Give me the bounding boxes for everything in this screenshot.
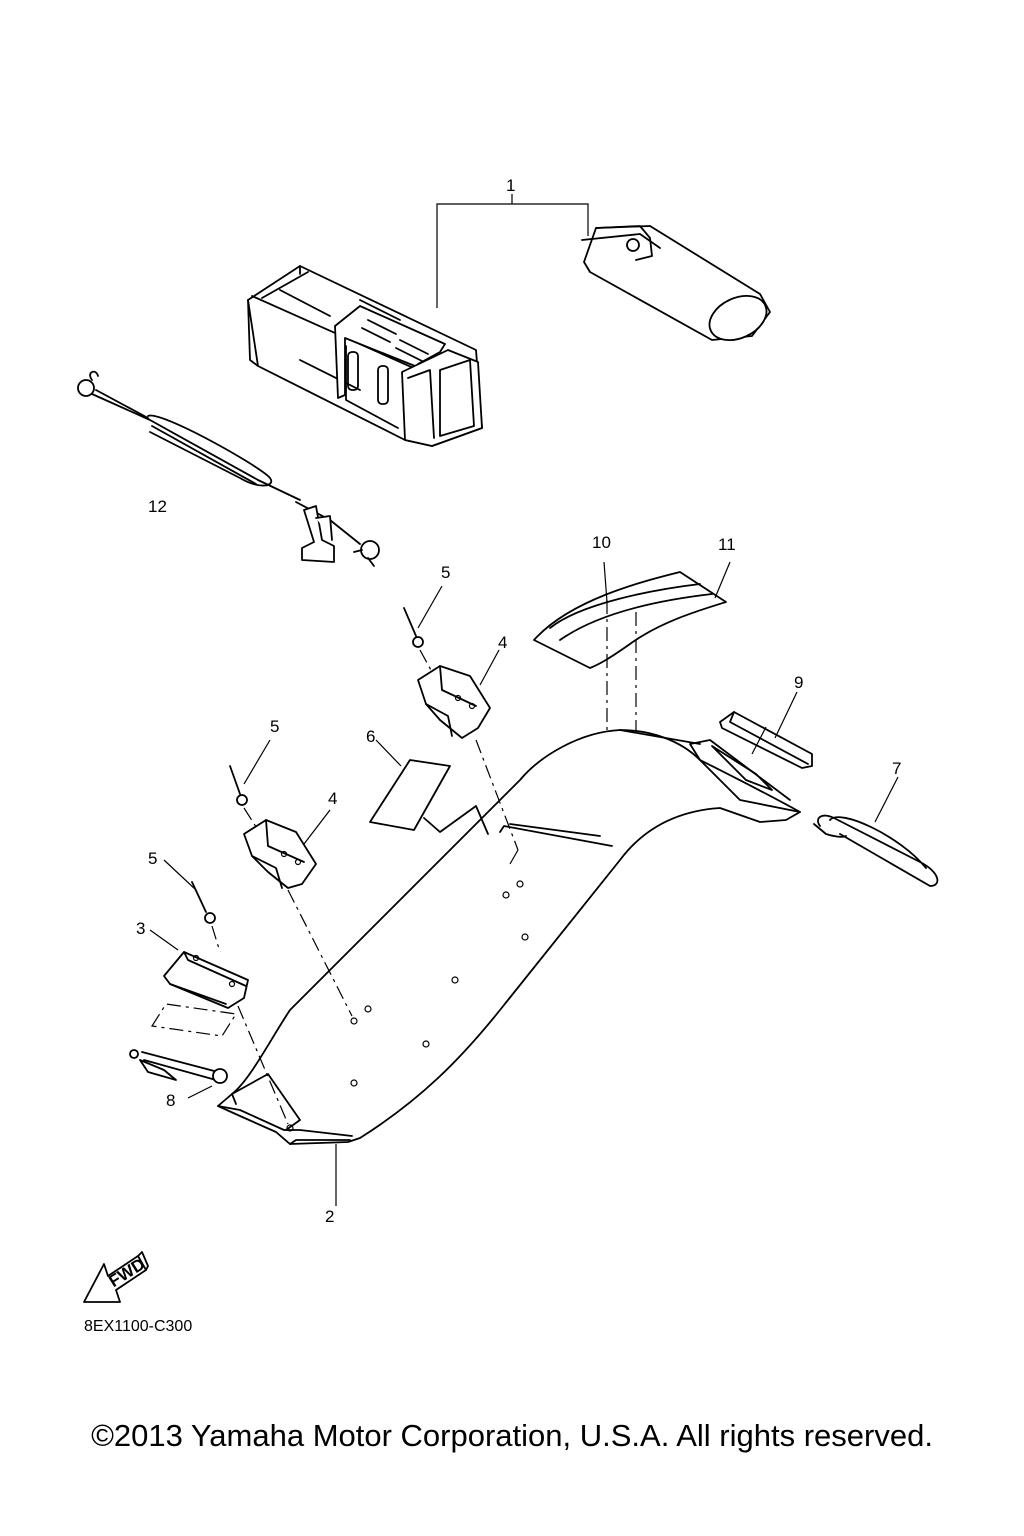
clip-lower (243, 809, 353, 1017)
tool-kit-bag (247, 194, 589, 447)
decal-and-stripe (533, 561, 731, 772)
screw-upper (403, 585, 443, 673)
callout-1: 1 (506, 176, 515, 195)
callout-2: 2 (325, 1207, 334, 1226)
callout-7: 7 (892, 759, 901, 778)
seat-lock-cable (77, 370, 380, 567)
callout-4b: 4 (328, 789, 337, 808)
callout-6: 6 (366, 727, 375, 746)
callout-5b: 5 (270, 717, 279, 736)
callout-9: 9 (794, 673, 803, 692)
seat-hook-wire (813, 776, 939, 887)
hinge-plate (149, 929, 289, 1125)
callout-3: 3 (136, 919, 145, 938)
forward-direction-icon: FWD (83, 1251, 149, 1303)
screw-middle (229, 739, 271, 831)
callout-8: 8 (166, 1091, 175, 1110)
callout-5c: 5 (148, 849, 157, 868)
cushion-plate (719, 691, 813, 769)
callout-labels: 1 2 3 4 4 5 5 5 6 7 8 9 10 11 12 (136, 176, 901, 1226)
copyright-notice: ©2013 Yamaha Motor Corporation, U.S.A. A… (91, 1418, 933, 1453)
diagram-code: 8EX1100-C300 (84, 1318, 193, 1335)
mounting-holes (286, 880, 529, 1132)
tool-pouch (581, 225, 771, 342)
callout-10: 10 (592, 533, 611, 552)
seat-base-panel (217, 729, 801, 1206)
callout-5a: 5 (441, 563, 450, 582)
caution-label (369, 739, 489, 835)
screw-lower (163, 859, 221, 953)
callout-11: 11 (718, 535, 736, 554)
callout-12: 12 (148, 497, 167, 516)
hinge-pin (129, 1049, 228, 1099)
clip-upper (417, 649, 519, 865)
fwd-label: FWD (105, 1254, 148, 1291)
callout-4a: 4 (498, 633, 507, 652)
